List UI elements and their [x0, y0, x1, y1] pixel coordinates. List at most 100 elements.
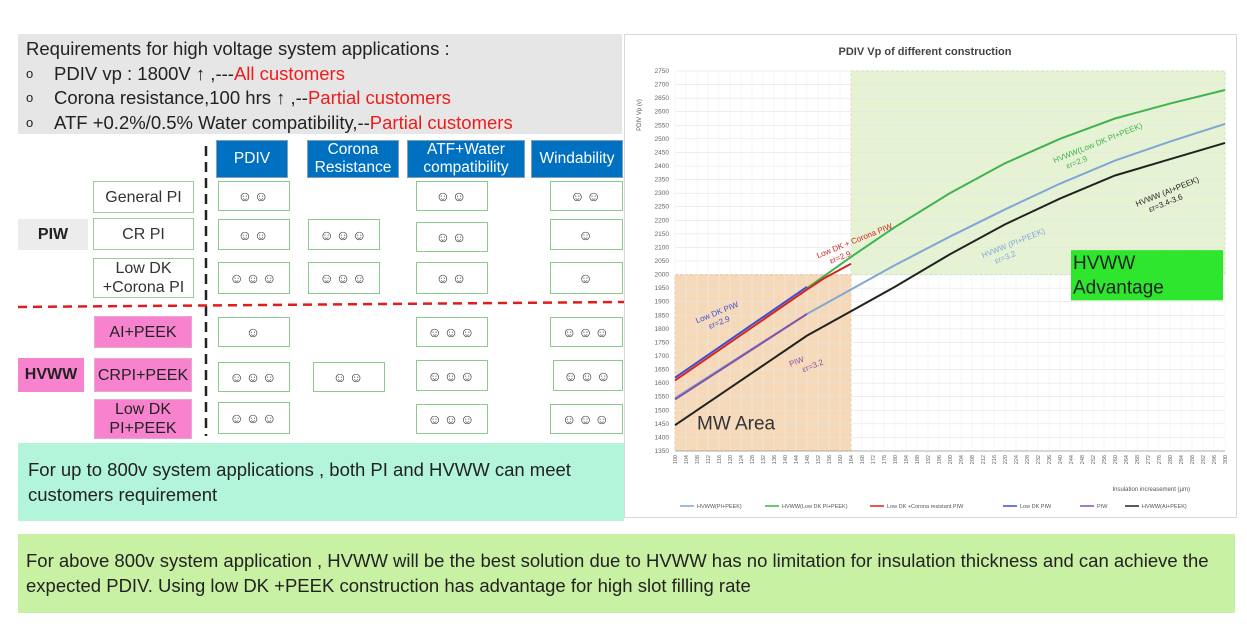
header-pdiv: PDIV: [216, 140, 288, 178]
x-tick-label: 128: [750, 455, 756, 464]
y-axis-label: PDIV Vp (v): [637, 99, 643, 131]
x-tick-label: 204: [959, 455, 965, 464]
x-tick-label: 140: [783, 455, 789, 464]
y-tick-label: 2700: [655, 82, 670, 89]
x-tick-label: 296: [1212, 455, 1218, 464]
y-tick-label: 1400: [655, 434, 670, 441]
y-tick-label: 1900: [655, 299, 670, 306]
corona-rating: ☺☺: [313, 362, 385, 392]
windability-rating: ☺☺☺: [550, 404, 623, 434]
x-tick-label: 216: [992, 455, 998, 464]
corona-rating: ☺☺☺: [308, 219, 380, 250]
group-divider: [17, 300, 625, 309]
y-tick-label: 2450: [655, 149, 670, 156]
pdiv-rating: ☺☺: [218, 181, 290, 211]
note-800v: For up to 800v system applications , bot…: [18, 443, 624, 521]
series-line: [674, 122, 1226, 399]
row-label: CR PI: [93, 218, 194, 250]
pdiv-rating: ☺☺☺: [218, 362, 290, 392]
row-label: AI+PEEK: [94, 316, 192, 348]
y-tick-label: 2650: [655, 95, 670, 102]
series-line: [674, 141, 1226, 427]
x-tick-label: 132: [761, 455, 767, 464]
x-tick-label: 188: [915, 455, 921, 464]
x-tick-label: 212: [981, 455, 987, 464]
mw-area-label: MW Area: [697, 413, 776, 434]
series-line: [806, 89, 1226, 289]
atf-rating: ☺☺☺: [416, 360, 488, 391]
hvww-advantage-label: Advantage: [1073, 278, 1164, 299]
header-corona-resistance: Corona Resistance: [307, 140, 399, 178]
pdiv-rating: ☺☺: [218, 219, 290, 250]
x-tick-label: 248: [1080, 455, 1086, 464]
x-tick-label: 260: [1113, 455, 1119, 464]
legend-label: Low DK PIW: [1020, 504, 1052, 510]
y-tick-label: 1800: [655, 326, 670, 333]
bullet-icon: o: [26, 90, 34, 105]
y-tick-label: 1750: [655, 339, 670, 346]
y-tick-label: 1650: [655, 367, 670, 374]
windability-rating: ☺: [550, 219, 623, 250]
legend-label: HVWW(AI+PEEK): [1142, 504, 1187, 510]
y-tick-label: 2150: [655, 231, 670, 238]
requirements-title: Requirements for high voltage system app…: [26, 38, 450, 59]
y-tick-label: 1500: [655, 407, 670, 414]
y-tick-label: 1350: [655, 448, 670, 455]
y-tick-label: 2200: [655, 217, 670, 224]
hvww-advantage-label: HVWW: [1073, 253, 1135, 274]
x-tick-label: 116: [717, 455, 723, 464]
atf-rating: ☺☺: [416, 181, 488, 211]
windability-rating: ☺☺: [550, 181, 623, 211]
x-tick-label: 292: [1201, 455, 1207, 464]
row-label: Low DK +Corona PI: [93, 258, 194, 298]
atf-rating: ☺☺☺: [416, 317, 488, 347]
y-tick-label: 2300: [655, 190, 670, 197]
chart-svg: 1350140014501500155016001650170017501800…: [637, 46, 1229, 510]
x-tick-label: 208: [970, 455, 976, 464]
atf-rating: ☺☺☺: [416, 404, 488, 434]
x-tick-label: 176: [882, 455, 888, 464]
legend-label: PIW: [1097, 504, 1108, 510]
x-tick-label: 236: [1047, 455, 1053, 464]
x-tick-label: 168: [860, 455, 866, 464]
header-windability: Windability: [531, 140, 623, 178]
bullet-icon: o: [26, 114, 34, 130]
y-tick-label: 2350: [655, 177, 670, 184]
x-tick-label: 136: [772, 455, 778, 464]
x-tick-label: 256: [1102, 455, 1108, 464]
x-tick-label: 272: [1146, 455, 1152, 464]
x-axis-label: Insulation increasement (μm): [1113, 487, 1191, 493]
x-tick-label: 184: [904, 455, 910, 464]
x-tick-label: 144: [794, 455, 800, 464]
legend-label: HVWW(PI+PEEK): [697, 504, 742, 510]
y-tick-label: 2400: [655, 163, 670, 170]
header-atf-water: ATF+Water compatibility: [407, 140, 525, 178]
x-tick-label: 220: [1003, 455, 1009, 464]
corona-rating: ☺☺☺: [308, 262, 380, 294]
x-tick-label: 152: [816, 455, 822, 464]
y-tick-label: 2500: [655, 136, 670, 143]
series-line: [674, 313, 808, 401]
x-tick-label: 244: [1069, 455, 1075, 464]
x-tick-label: 284: [1179, 455, 1185, 464]
windability-rating: ☺: [550, 262, 623, 294]
y-tick-label: 2750: [655, 68, 670, 75]
windability-rating: ☺☺☺: [553, 360, 623, 391]
x-tick-label: 288: [1190, 455, 1196, 464]
atf-rating: ☺☺: [416, 222, 488, 252]
x-tick-label: 252: [1091, 455, 1097, 464]
legend-label: Low DK +Corona resistant PIW: [887, 504, 964, 510]
x-tick-label: 276: [1157, 455, 1163, 464]
x-tick-label: 156: [827, 455, 833, 464]
bullet-icon: o: [26, 65, 34, 81]
x-tick-label: 164: [849, 455, 855, 464]
y-tick-label: 1850: [655, 312, 670, 319]
x-tick-label: 104: [684, 455, 690, 464]
x-tick-label: 264: [1124, 455, 1130, 464]
x-tick-label: 124: [739, 455, 745, 464]
x-tick-label: 148: [805, 455, 811, 464]
legend-label: HVWW(Low DK PI+PEEK): [782, 504, 848, 510]
x-tick-label: 192: [926, 455, 932, 464]
